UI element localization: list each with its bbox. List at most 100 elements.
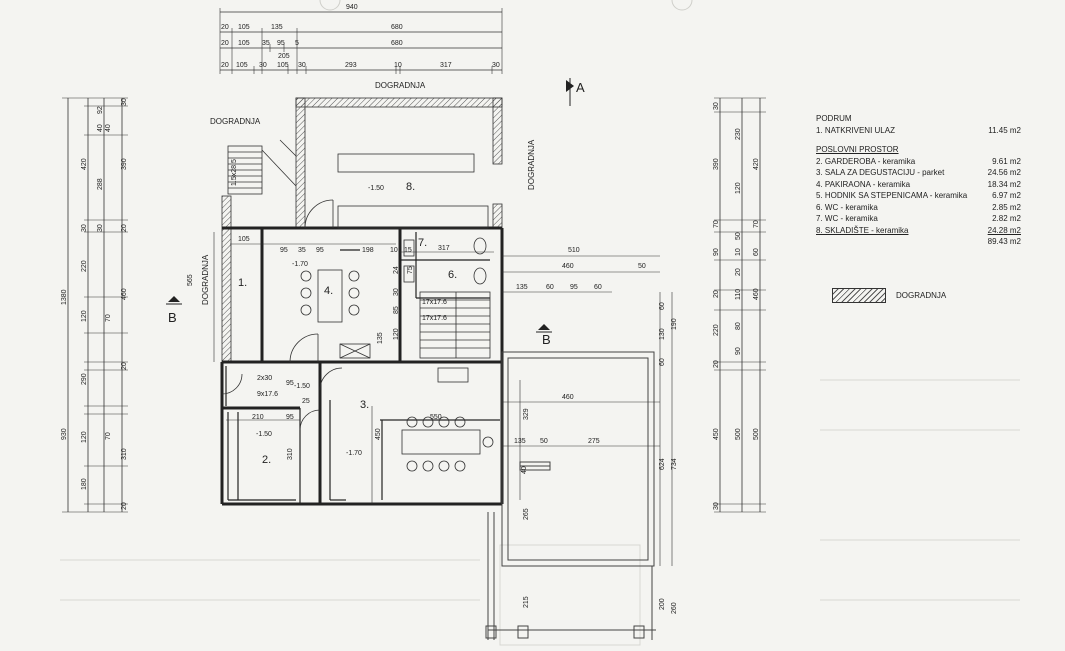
- svg-text:293: 293: [345, 62, 357, 69]
- addition-walls: [221, 97, 503, 363]
- svg-text:734: 734: [671, 458, 678, 470]
- svg-text:50: 50: [540, 438, 548, 445]
- svg-text:2x30: 2x30: [257, 375, 272, 382]
- svg-text:215: 215: [523, 596, 530, 608]
- svg-text:390: 390: [121, 158, 128, 170]
- level-marks: -1.50 -1.70 -1.50 -1.50 -1.70: [256, 185, 384, 457]
- svg-text:-1.50: -1.50: [256, 431, 272, 438]
- left-dim-labels: 1380 930 92 40 420 288 30 220 120 290 12…: [61, 98, 128, 510]
- svg-text:60: 60: [594, 284, 602, 291]
- svg-text:260: 260: [671, 602, 678, 614]
- svg-text:30: 30: [492, 62, 500, 69]
- svg-text:110: 110: [735, 289, 742, 300]
- svg-text:120: 120: [735, 182, 742, 194]
- svg-text:60: 60: [659, 358, 666, 366]
- svg-text:75: 75: [407, 266, 414, 274]
- svg-text:20: 20: [121, 502, 128, 510]
- top-dimensions: [219, 8, 503, 74]
- svg-text:30: 30: [81, 224, 88, 232]
- dim-row-1: 20 105 135 680: [221, 24, 403, 31]
- svg-text:624: 624: [659, 458, 666, 470]
- svg-text:10: 10: [394, 62, 402, 69]
- svg-text:95: 95: [286, 414, 294, 421]
- svg-text:275: 275: [588, 438, 600, 445]
- svg-text:60: 60: [753, 248, 760, 256]
- left-dimensions: [62, 97, 128, 513]
- svg-text:24: 24: [393, 266, 400, 274]
- hatch-key: DOGRADNJA: [832, 288, 946, 303]
- svg-text:20: 20: [121, 362, 128, 370]
- svg-text:9x17.6: 9x17.6: [257, 391, 278, 398]
- svg-text:40: 40: [521, 466, 528, 474]
- svg-text:460: 460: [121, 288, 128, 300]
- svg-text:90: 90: [713, 248, 720, 256]
- room-1: 1.: [238, 277, 247, 289]
- svg-text:680: 680: [391, 40, 403, 47]
- svg-text:450: 450: [375, 428, 382, 440]
- svg-text:180: 180: [81, 478, 88, 490]
- svg-text:20: 20: [221, 24, 229, 31]
- svg-text:35: 35: [298, 247, 306, 254]
- svg-text:70: 70: [105, 314, 112, 322]
- svg-text:290: 290: [81, 373, 88, 385]
- svg-text:460: 460: [753, 288, 760, 300]
- svg-text:60: 60: [659, 302, 666, 310]
- svg-text:30: 30: [121, 98, 128, 106]
- svg-text:500: 500: [735, 428, 742, 440]
- svg-text:198: 198: [362, 247, 374, 254]
- svg-text:20: 20: [121, 224, 128, 232]
- svg-text:90: 90: [735, 347, 742, 355]
- svg-text:-1.50: -1.50: [294, 383, 310, 390]
- svg-text:329: 329: [523, 408, 530, 420]
- svg-text:105: 105: [236, 62, 248, 69]
- schedule-total: 89.43 m2: [987, 237, 1021, 246]
- label-dogradnja-left: DOGRADNJA: [201, 254, 210, 305]
- room-numbers: 1. 2. 3. 4. 6. 7. 8.: [238, 181, 457, 466]
- svg-text:60: 60: [546, 284, 554, 291]
- svg-text:317: 317: [440, 62, 452, 69]
- svg-text:310: 310: [287, 448, 294, 460]
- svg-text:200: 200: [659, 598, 666, 610]
- svg-text:190: 190: [671, 318, 678, 330]
- svg-text:1380: 1380: [61, 289, 68, 305]
- svg-text:105: 105: [238, 24, 250, 31]
- stair-top-left: [227, 139, 297, 195]
- svg-text:92: 92: [97, 106, 104, 114]
- svg-text:317: 317: [438, 245, 450, 252]
- svg-text:70: 70: [105, 432, 112, 440]
- svg-text:50: 50: [735, 232, 742, 240]
- svg-text:420: 420: [753, 158, 760, 170]
- room-6: 6.: [448, 269, 457, 281]
- room-4: 4.: [324, 285, 333, 297]
- main-stair: [339, 291, 491, 359]
- svg-text:-1.70: -1.70: [346, 450, 362, 457]
- svg-text:120: 120: [81, 310, 88, 322]
- svg-text:420: 420: [81, 158, 88, 170]
- svg-text:135: 135: [516, 284, 528, 291]
- svg-text:95: 95: [280, 247, 288, 254]
- svg-text:265: 265: [523, 508, 530, 520]
- svg-text:30: 30: [259, 62, 267, 69]
- svg-text:10: 10: [735, 248, 742, 256]
- svg-text:20: 20: [713, 290, 720, 298]
- schedule-heading-podrum: PODRUM: [816, 114, 852, 123]
- svg-text:550: 550: [430, 414, 442, 421]
- room-7: 7.: [418, 237, 427, 249]
- doors: [221, 333, 321, 431]
- room-3: 3.: [360, 399, 369, 411]
- dim-row-3-extra: 205: [278, 53, 290, 60]
- svg-text:35: 35: [262, 40, 270, 47]
- svg-text:20: 20: [735, 268, 742, 276]
- svg-text:70: 70: [753, 220, 760, 228]
- svg-text:220: 220: [713, 324, 720, 336]
- svg-text:5: 5: [295, 40, 299, 47]
- svg-text:A: A: [576, 80, 585, 95]
- svg-text:500: 500: [753, 428, 760, 440]
- svg-text:95: 95: [286, 380, 294, 387]
- svg-text:230: 230: [735, 128, 742, 140]
